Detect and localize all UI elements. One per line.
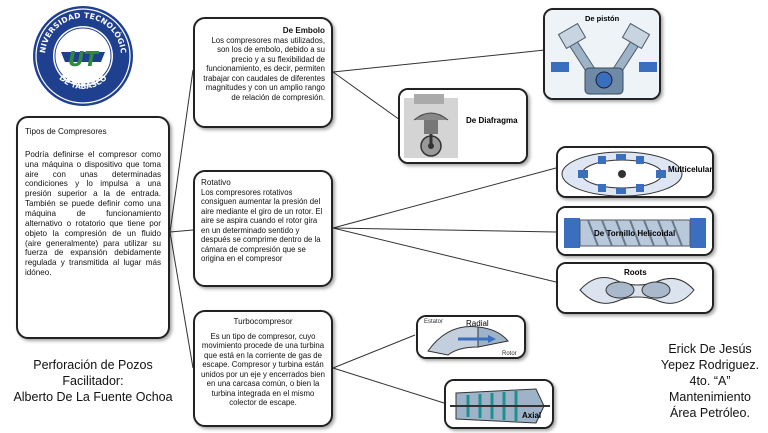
rotativo-title: Rotativo bbox=[201, 178, 231, 187]
node-rotativo: Rotativo Los compresores rotativos consi… bbox=[193, 170, 333, 287]
diaphragm-compressor-drawing bbox=[400, 90, 526, 162]
connector-embolo-piston bbox=[332, 49, 546, 73]
image-de-diafragma: De Diafragma bbox=[398, 88, 528, 164]
image-roots: Roots bbox=[556, 262, 714, 314]
footer-right: Erick De Jesús Yepez Rodriguez. 4to. “A”… bbox=[655, 341, 765, 421]
connector-root-embolo bbox=[169, 69, 194, 233]
university-seal-graphic: UNIVERSIDAD TECNOLÓGICA DE TABASCO UT bbox=[28, 0, 133, 106]
label-radial: Radial bbox=[466, 319, 489, 328]
vane-compressor-drawing bbox=[558, 148, 712, 196]
image-radial: Estator Radial Rotor bbox=[416, 315, 526, 359]
label-radial-rotor: Rotor bbox=[502, 351, 517, 357]
footer-right-line1: Erick De Jesús bbox=[668, 342, 752, 356]
roots-blower-drawing bbox=[558, 264, 712, 312]
root-body: Podría definirse el compresor como una m… bbox=[25, 149, 161, 278]
footer-right-line2: Yepez Rodriguez. bbox=[660, 358, 760, 372]
piston-compressor-drawing bbox=[545, 10, 659, 98]
axial-turbo-drawing bbox=[446, 381, 552, 427]
footer-right-line3: 4to. “A” bbox=[689, 374, 731, 388]
connector-rotativo-tornillo bbox=[332, 227, 557, 233]
connector-turbo-axial bbox=[332, 367, 445, 404]
footer-left-line3: Alberto De La Fuente Ochoa bbox=[13, 390, 173, 404]
screw-compressor-drawing bbox=[558, 208, 712, 254]
footer-left: Perforación de Pozos Facilitador: Albert… bbox=[4, 357, 182, 405]
rotativo-body: Los compresores rotativos consiguen aume… bbox=[201, 187, 323, 264]
radial-turbo-drawing bbox=[418, 317, 524, 357]
image-axial: Axial bbox=[444, 379, 554, 429]
footer-left-line1: Perforación de Pozos bbox=[33, 358, 153, 372]
image-multicelular: Multicelular bbox=[556, 146, 714, 198]
node-de-embolo: De Embolo Los compresores mas utilizados… bbox=[193, 17, 333, 128]
node-turbocompresor: Turbocompresor Es un tipo de compresor, … bbox=[193, 310, 333, 427]
connector-rotativo-multicelular bbox=[332, 167, 557, 229]
footer-right-line5: Área Petróleo. bbox=[670, 406, 750, 420]
label-de-piston: De pistón bbox=[585, 14, 620, 23]
label-radial-estator: Estator bbox=[424, 319, 444, 325]
turbo-title: Turbocompresor bbox=[233, 317, 293, 326]
svg-text:UT: UT bbox=[68, 47, 99, 71]
connector-embolo-diafragma bbox=[332, 71, 401, 121]
label-roots: Roots bbox=[624, 268, 647, 277]
turbo-body: Es un tipo de compresor, cuyo movimiento… bbox=[201, 331, 325, 408]
connector-root-rotativo bbox=[169, 229, 194, 233]
root-title: Tipos de Compresores bbox=[25, 127, 107, 136]
label-de-diafragma: De Diafragma bbox=[466, 116, 518, 125]
label-multicelular: Multicelular bbox=[668, 165, 713, 174]
connector-turbo-radial bbox=[332, 334, 416, 369]
label-tornillo-helicoidal: De Tornillo Helicoidal bbox=[594, 229, 676, 238]
root-node-tipos-compresores: Tipos de Compresores Podría definirse el… bbox=[16, 116, 170, 339]
embolo-body: Los compresores mas utilizados, son los … bbox=[203, 35, 325, 102]
embolo-title: De Embolo bbox=[282, 26, 325, 35]
footer-right-line4: Mantenimiento bbox=[669, 390, 751, 404]
connector-root-turbo bbox=[169, 231, 194, 369]
footer-left-line2: Facilitador: bbox=[62, 374, 124, 388]
connector-rotativo-roots bbox=[332, 227, 557, 283]
label-axial: Axial bbox=[522, 411, 542, 420]
image-tornillo-helicoidal: De Tornillo Helicoidal bbox=[556, 206, 714, 256]
image-de-piston: De pistón bbox=[543, 8, 661, 100]
university-logo: UNIVERSIDAD TECNOLÓGICA DE TABASCO UT bbox=[28, 0, 135, 108]
